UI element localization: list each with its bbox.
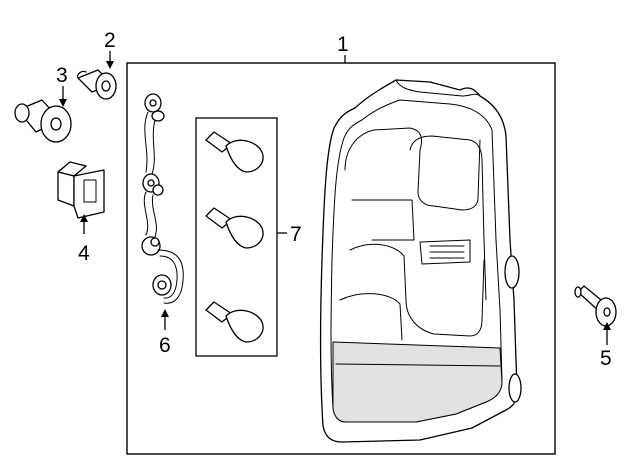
callout-3-label: 3 xyxy=(56,64,68,87)
part-7-bulb-bottom xyxy=(205,301,264,343)
part-5-screw xyxy=(574,285,617,327)
callout-2-label: 2 xyxy=(104,29,116,52)
callout-4-label: 4 xyxy=(78,242,90,265)
callout-6-label: 6 xyxy=(159,334,171,357)
assembly-frame xyxy=(126,62,556,455)
part-7-bulb-middle xyxy=(205,207,264,249)
callout-6-arrowhead xyxy=(161,309,169,317)
callout-7[interactable]: 7 xyxy=(277,223,302,246)
bulb-group-frame xyxy=(195,117,278,357)
callout-1[interactable]: 1 xyxy=(337,33,349,63)
callout-5-arrowhead xyxy=(603,322,611,330)
callout-1-label: 1 xyxy=(337,33,349,56)
callout-5-label: 5 xyxy=(600,347,612,370)
callout-7-label: 7 xyxy=(290,223,302,246)
part-7-bulb-top xyxy=(205,131,264,173)
part-6-wiring-harness xyxy=(141,93,184,304)
part-2-grommet xyxy=(76,69,117,100)
part-4-clip xyxy=(57,161,105,219)
callout-3[interactable]: 3 xyxy=(56,64,68,107)
part-3-grommet xyxy=(14,99,72,143)
callout-2[interactable]: 2 xyxy=(104,29,116,69)
callout-4[interactable]: 4 xyxy=(78,214,90,265)
callout-6[interactable]: 6 xyxy=(159,309,171,357)
callout-2-arrowhead xyxy=(106,61,114,69)
callout-5[interactable]: 5 xyxy=(600,322,612,370)
part-1-tail-lamp xyxy=(319,79,522,443)
callout-3-arrowhead xyxy=(59,99,67,107)
callout-4-arrowhead xyxy=(80,214,88,222)
